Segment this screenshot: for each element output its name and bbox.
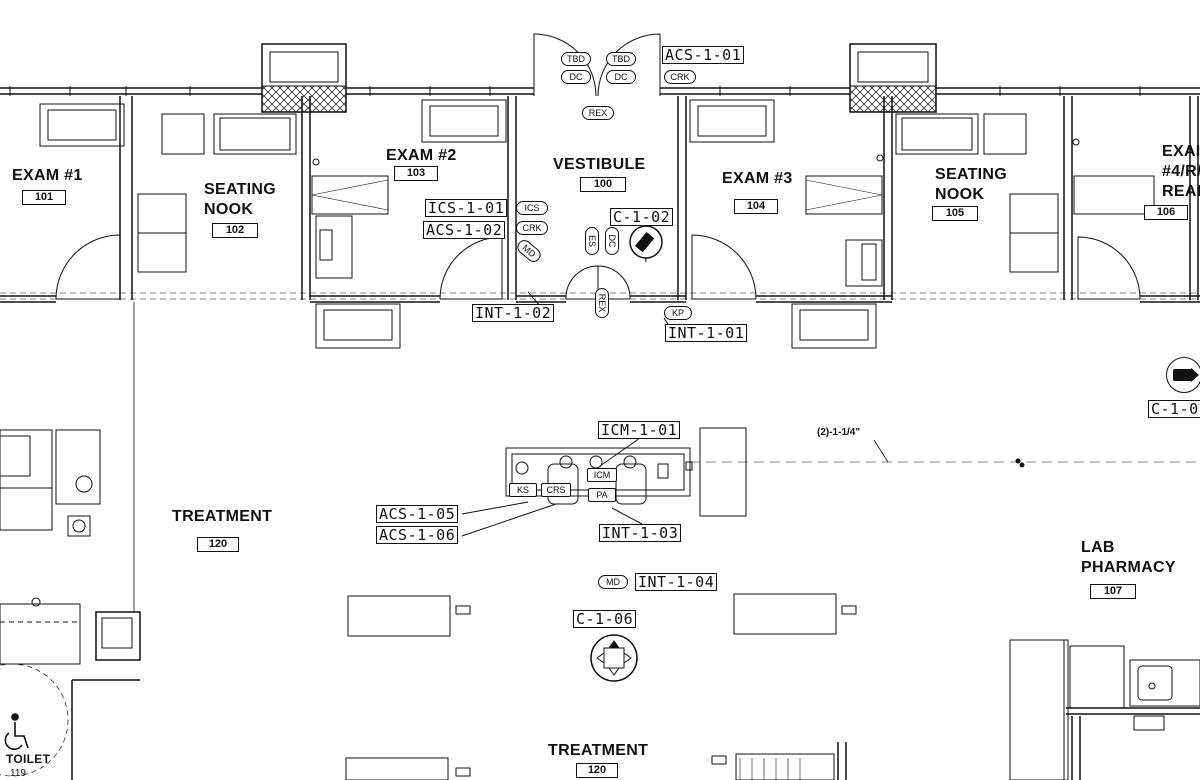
device-tbd-1[interactable]: TBD [561, 52, 591, 66]
tag-int-1-02[interactable]: INT-1-02 [472, 304, 555, 322]
device-ks[interactable]: KS [509, 483, 537, 497]
tag-c-1-02[interactable]: C-1-02 [610, 208, 674, 226]
tag-c-1-0[interactable]: C-1-0 [1148, 400, 1200, 418]
room-number-treatment-2: 120 [576, 763, 618, 778]
device-pa[interactable]: PA [588, 488, 616, 502]
room-number-toilet: 119 [10, 768, 26, 779]
dimension-note: (2)-1-1/4" [817, 427, 861, 438]
room-name-seating-nook-1: SEATING NOOK [204, 181, 277, 218]
room-number-seating-nook-1: 102 [212, 223, 258, 238]
room-number-seating-nook-2: 105 [932, 206, 978, 221]
room-number-exam-3: 104 [734, 199, 778, 214]
room-name-lab-pharmacy: LAB PHARMACY [1081, 539, 1176, 576]
tag-int-1-03[interactable]: INT-1-03 [599, 524, 682, 542]
room-number-exam-2: 103 [394, 166, 438, 181]
device-crk-2[interactable]: CRK [516, 221, 548, 235]
camera-icon [629, 225, 663, 259]
device-dc-1[interactable]: DC [561, 70, 591, 84]
tag-acs-1-02[interactable]: ACS-1-02 [423, 221, 506, 239]
room-number-exam-1: 101 [22, 190, 66, 205]
room-name-exam-4: EXAI #4/R/ REAI [1162, 143, 1200, 200]
device-crk-1[interactable]: CRK [664, 70, 696, 84]
device-rex-2[interactable]: REX [595, 288, 609, 318]
tag-acs-1-01[interactable]: ACS-1-01 [662, 46, 745, 64]
room-number-exam-4: 106 [1144, 205, 1188, 220]
tag-int-1-01[interactable]: INT-1-01 [665, 324, 748, 342]
room-number-lab-pharmacy: 107 [1090, 584, 1136, 599]
room-name-exam-1: EXAM #1 [12, 167, 83, 184]
device-rex-1[interactable]: REX [582, 106, 614, 120]
room-number-vestibule: 100 [580, 177, 626, 192]
room-number-treatment-1: 120 [197, 537, 239, 552]
tag-c-1-06[interactable]: C-1-06 [573, 610, 637, 628]
room-name-seating-nook-2: SEATING NOOK [935, 166, 1008, 203]
tag-int-1-04[interactable]: INT-1-04 [635, 573, 718, 591]
camera-body [1173, 369, 1193, 381]
room-name-exam-3: EXAM #3 [722, 170, 793, 187]
device-tbd-2[interactable]: TBD [606, 52, 636, 66]
device-es[interactable]: ES [585, 227, 599, 255]
room-name-exam-2: EXAM #2 [386, 147, 457, 164]
camera-lens [1191, 368, 1199, 382]
tag-acs-1-05[interactable]: ACS-1-05 [376, 505, 459, 523]
tag-ics-1-01[interactable]: ICS-1-01 [425, 199, 508, 217]
room-name-toilet: TOILET [6, 752, 51, 766]
device-crs[interactable]: CRS [541, 483, 571, 497]
device-md-2[interactable]: MD [598, 575, 628, 589]
device-dc-3[interactable]: DC [605, 227, 619, 255]
room-name-vestibule: VESTIBULE [553, 156, 646, 173]
tag-acs-1-06[interactable]: ACS-1-06 [376, 526, 459, 544]
device-icm[interactable]: ICM [587, 468, 617, 482]
camera-icon[interactable] [1166, 357, 1200, 393]
tag-icm-1-01[interactable]: ICM-1-01 [598, 421, 681, 439]
room-name-treatment-2: TREATMENT [548, 742, 649, 759]
device-dc-2[interactable]: DC [606, 70, 636, 84]
room-name-treatment-1: TREATMENT [172, 508, 273, 525]
device-kp[interactable]: KP [664, 306, 692, 320]
accessible-toilet-icon [4, 713, 29, 750]
device-ics[interactable]: ICS [516, 201, 548, 215]
